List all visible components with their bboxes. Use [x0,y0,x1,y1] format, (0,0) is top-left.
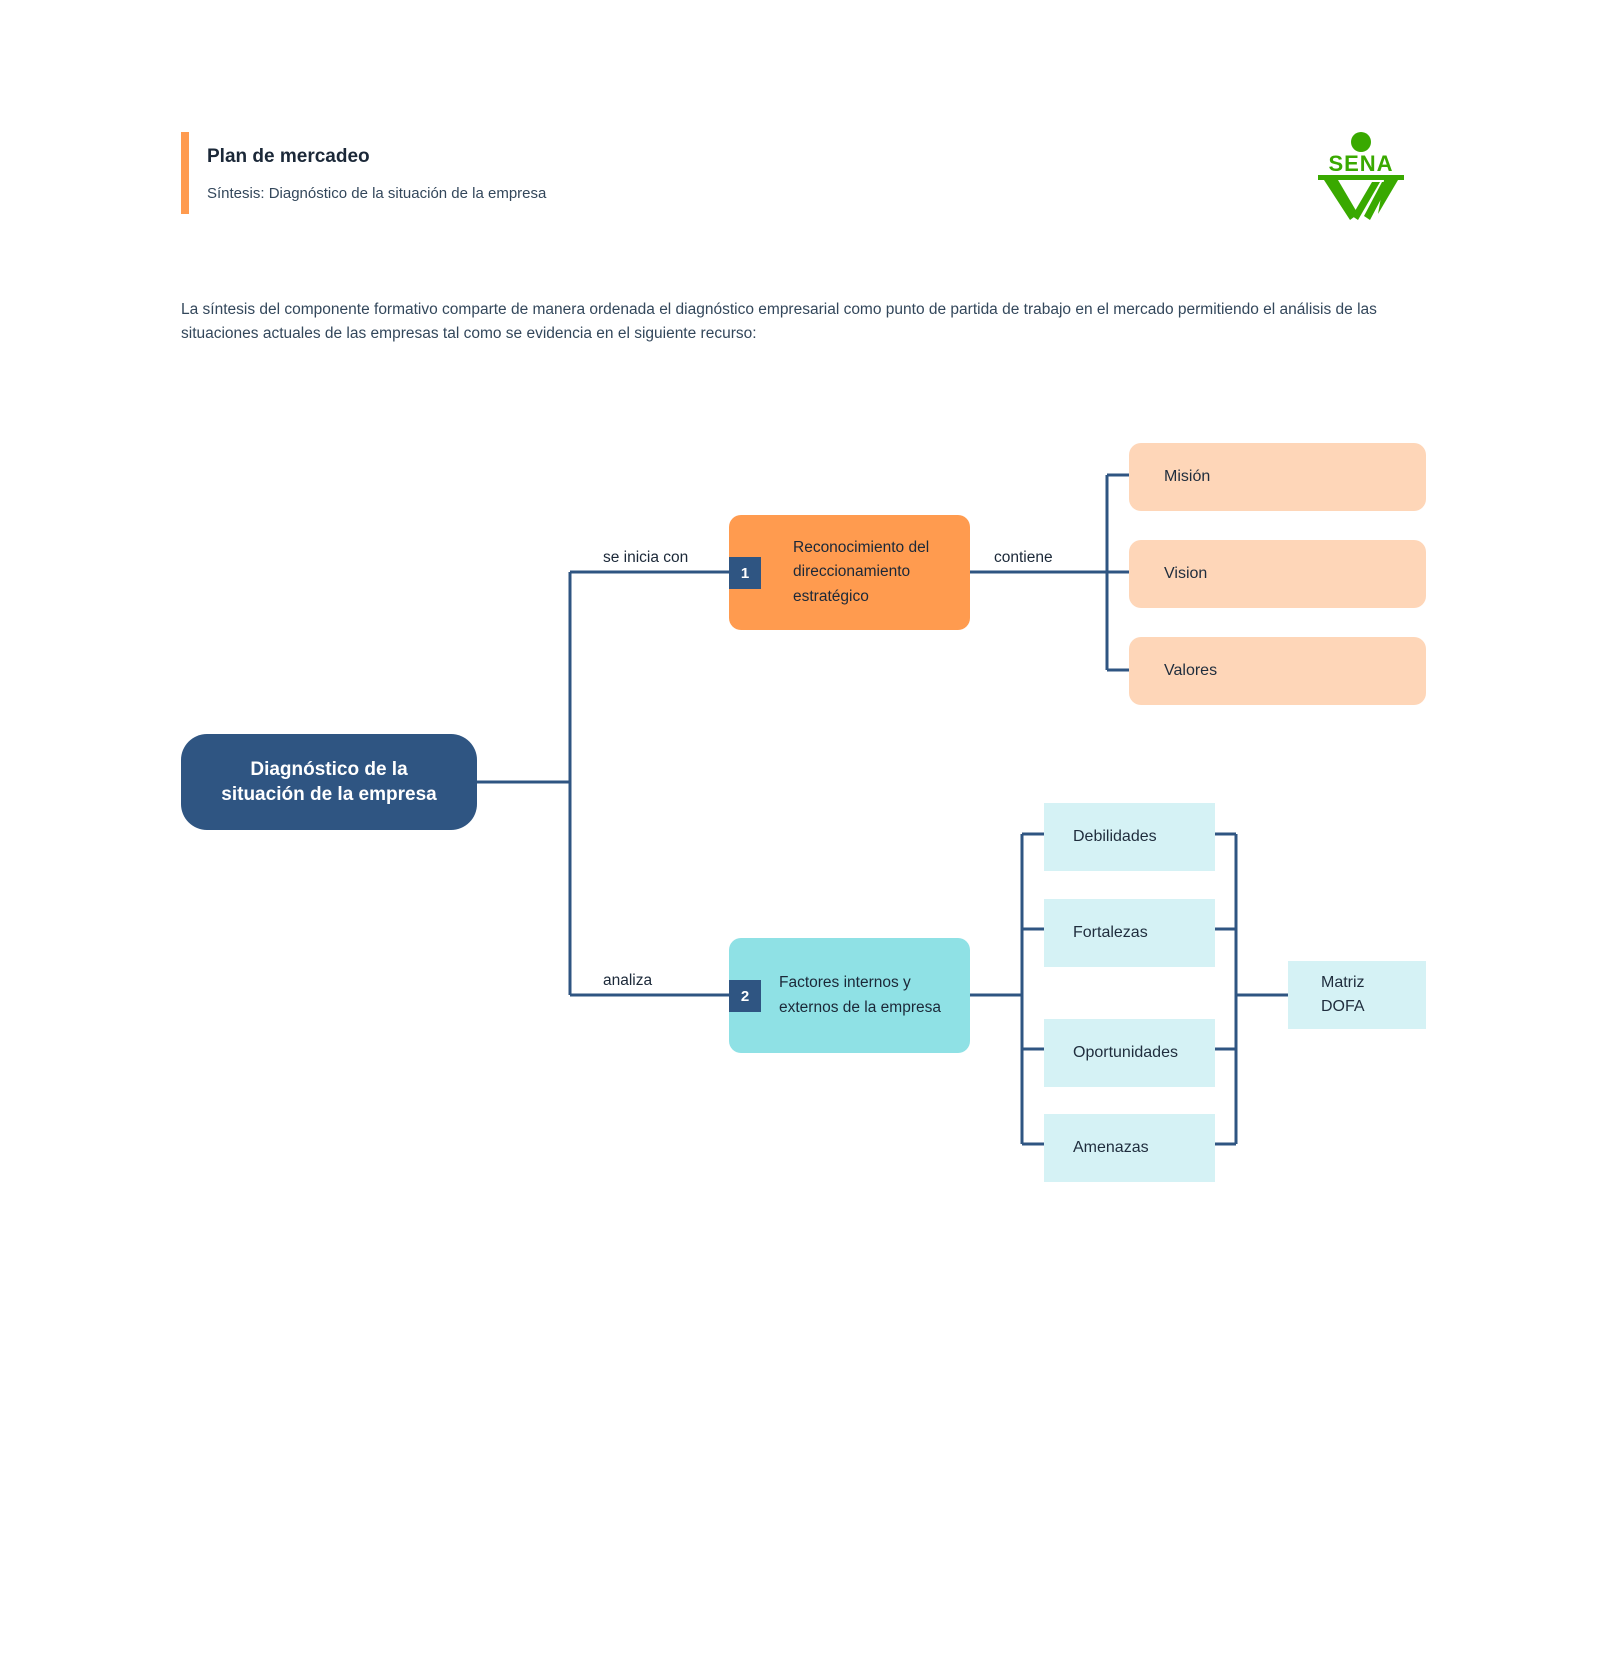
branch-number-badge: 1 [729,557,761,589]
result-node-matriz-dofa: Matriz DOFA [1288,961,1426,1029]
sena-logo-icon: SENA [1312,130,1410,222]
leaf-node-fortalezas: Fortalezas [1044,899,1215,967]
branch-node-label: Factores internos y externos de la empre… [779,974,941,1016]
connector-label-contiene: contiene [994,549,1053,566]
connector-label-analiza: analiza [603,972,653,989]
page-header: Plan de mercadeo Síntesis: Diagnóstico d… [181,132,1181,214]
leaf-node-mision: Misión [1129,443,1426,511]
leaf-node-debilidades: Debilidades [1044,803,1215,871]
branch-node-factores: Factores internos y externos de la empre… [729,938,970,1053]
leaf-node-valores: Valores [1129,637,1426,705]
svg-text:SENA: SENA [1328,151,1393,176]
intro-paragraph: La síntesis del componente formativo com… [181,301,1377,342]
header-accent-bar [181,132,189,214]
branch-node-label: Reconocimiento del direccionamiento estr… [793,538,930,605]
page-title: Plan de mercadeo [207,146,370,167]
leaf-node-amenazas: Amenazas [1044,1114,1215,1182]
page-subtitle: Síntesis: Diagnóstico de la situación de… [207,185,547,202]
branch-number-badge: 2 [729,980,761,1012]
root-node: Diagnóstico de la situación de la empres… [181,734,477,830]
connector-label-se-inicia-con: se inicia con [603,549,689,566]
result-node-label: Matriz DOFA [1321,974,1365,1015]
branch-node-direccionamiento: Reconocimiento del direccionamiento estr… [729,515,970,630]
leaf-node-oportunidades: Oportunidades [1044,1019,1215,1087]
leaf-node-vision: Vision [1129,540,1426,608]
